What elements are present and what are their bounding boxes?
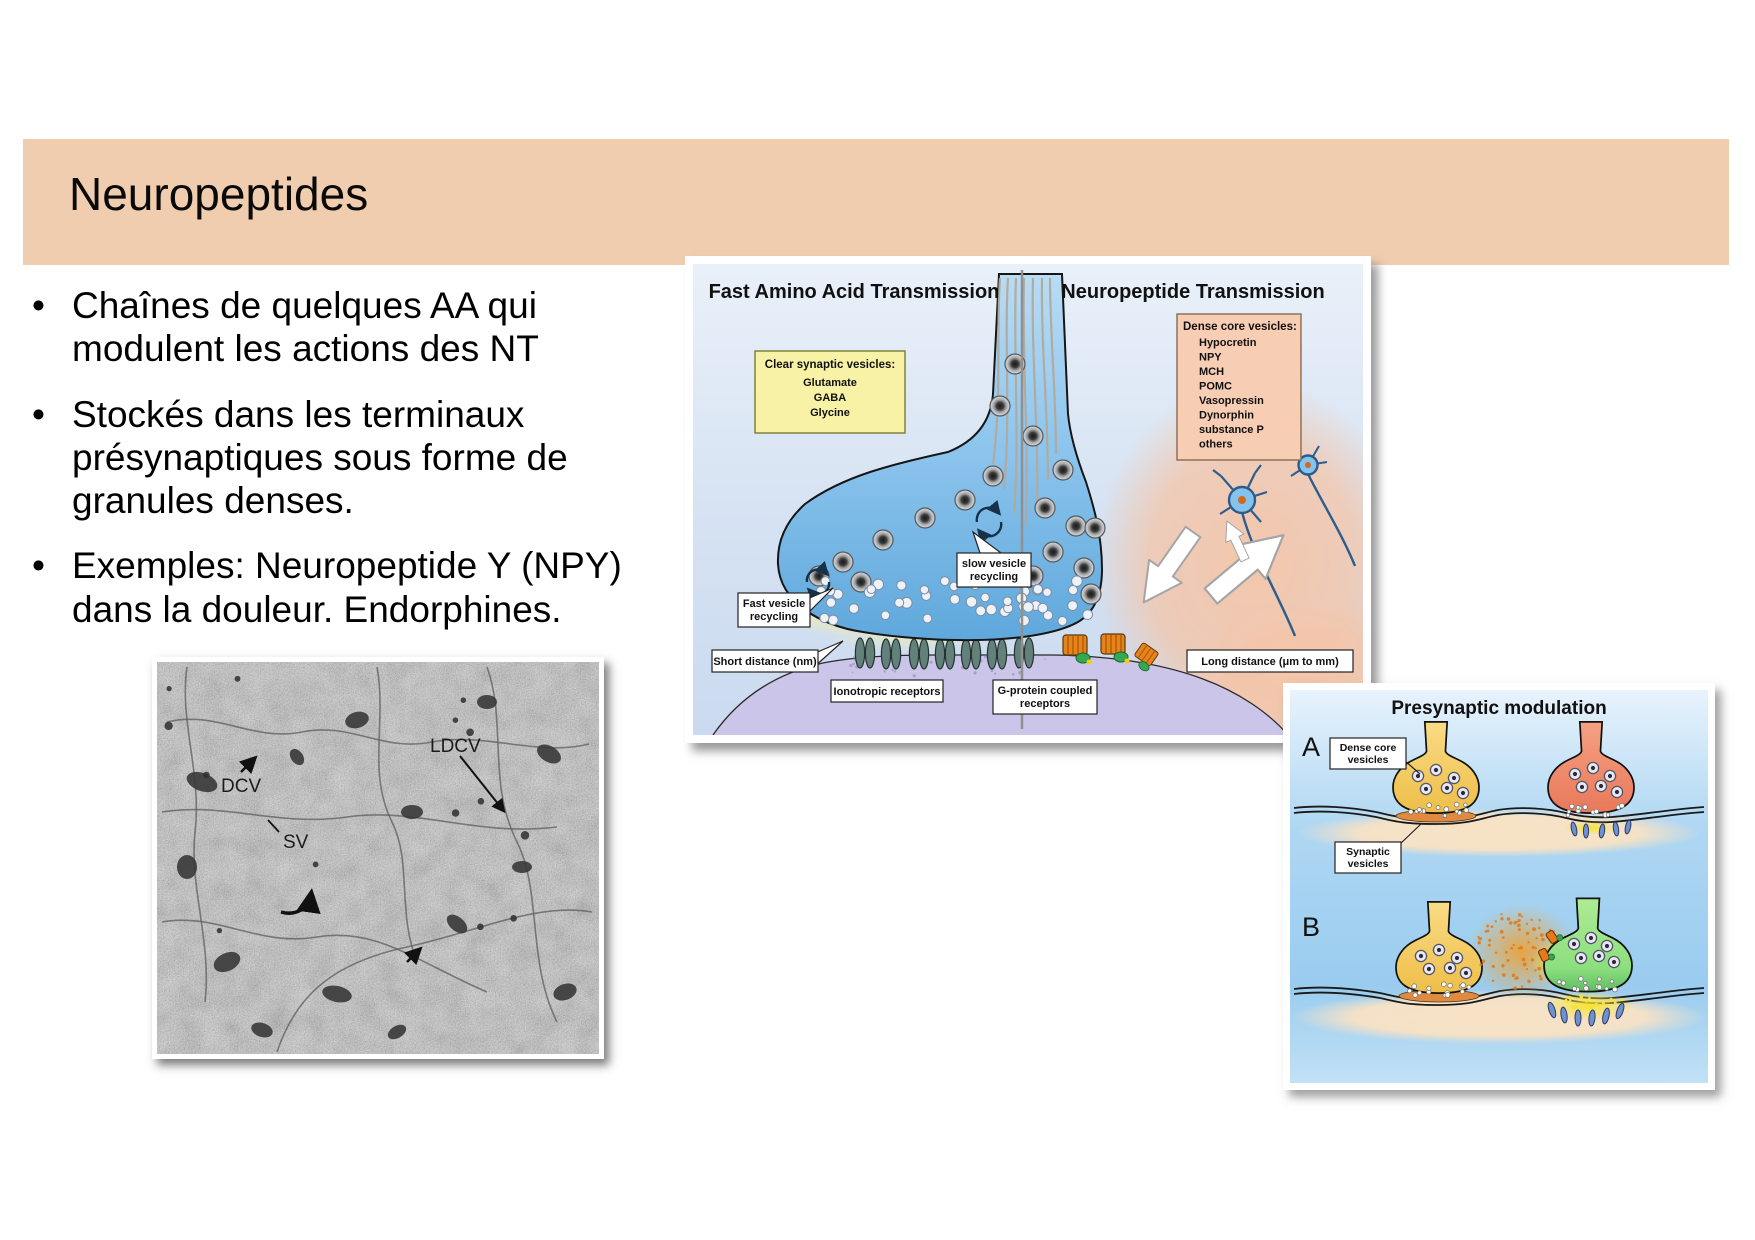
svg-text:Dense core vesicles:: Dense core vesicles:	[1183, 321, 1297, 333]
neuron-icons	[1212, 445, 1357, 637]
gpcr-icons	[1062, 633, 1159, 672]
panel-a-label: A	[1302, 732, 1320, 762]
svg-text:others: others	[1199, 439, 1233, 451]
diagram-title: Presynaptic modulation	[1391, 698, 1606, 719]
svg-text:Ionotropic receptors: Ionotropic receptors	[834, 686, 941, 698]
svg-text:substance P: substance P	[1199, 424, 1264, 436]
microtubule-lines	[991, 277, 1058, 527]
svg-text:Fast vesicle: Fast vesicle	[743, 598, 805, 610]
svg-text:Clear synaptic vesicles:: Clear synaptic vesicles:	[765, 359, 895, 371]
right-header: Neuropeptide Transmission	[1061, 281, 1324, 303]
bullet-text: Stockés dans les terminaux présynaptique…	[72, 393, 568, 522]
short-distance-callout: Short distance (nm)	[711, 640, 844, 673]
slow-recycling-callout: slow vesicle recycling	[956, 530, 1032, 588]
svg-text:Hypocretin: Hypocretin	[1199, 337, 1257, 349]
released-peptide-dots	[1564, 994, 1625, 1010]
transmission-diagram: Fast Amino Acid Transmission Neuropeptid…	[693, 264, 1363, 735]
dense-core-callout: Dense core vesicles	[1329, 737, 1421, 775]
synaptic-vesicles-b-right	[1556, 976, 1618, 993]
sv-pointer-line	[267, 819, 280, 833]
recycle-icon	[975, 500, 1003, 544]
svg-text:G-protein coupled: G-protein coupled	[998, 685, 1093, 697]
svg-text:Vasopressin: Vasopressin	[1199, 395, 1264, 407]
bullet-item: • Exemples: Neuropeptide Y (NPY) dans la…	[32, 544, 680, 631]
svg-text:vesicles: vesicles	[1348, 858, 1389, 870]
bullet-item: • Chaînes de quelques AA qui modulent le…	[32, 284, 680, 371]
em-micrograph-figure: LDCV DCV SV	[152, 657, 604, 1059]
svg-text:Short distance (nm): Short distance (nm)	[713, 656, 817, 668]
em-annotations: LDCV DCV SV	[221, 736, 506, 966]
fast-recycling-callout: Fast vesicle recycling	[737, 587, 834, 628]
em-mitochondria	[177, 695, 577, 1040]
bullet-marker: •	[32, 285, 45, 326]
bullet-list: • Chaînes de quelques AA qui modulent le…	[32, 284, 680, 653]
svg-text:Synaptic: Synaptic	[1346, 846, 1390, 858]
clear-vesicle-icons	[800, 575, 1094, 627]
panel-b-label: B	[1302, 912, 1320, 942]
em-texture-fine	[157, 662, 599, 1054]
svg-text:POMC: POMC	[1199, 381, 1232, 393]
svg-text:recycling: recycling	[970, 571, 1018, 583]
dcv-label: DCV	[221, 776, 261, 797]
neuropeptide-cloud-dots	[1477, 913, 1557, 990]
synaptic-vesicles-callout: Synaptic vesicles	[1334, 822, 1423, 874]
synaptic-vesicles-a-left	[1408, 801, 1469, 818]
blue-receptors-b	[1547, 1001, 1625, 1027]
svg-text:Long distance (μm to mm): Long distance (μm to mm)	[1201, 656, 1339, 668]
svg-text:Glycine: Glycine	[810, 407, 850, 419]
bullet-marker: •	[32, 393, 45, 435]
blue-receptors-a	[1570, 819, 1632, 839]
svg-text:NPY: NPY	[1199, 352, 1222, 364]
curved-arrow-icon	[280, 888, 321, 915]
svg-text:Glutamate: Glutamate	[803, 377, 857, 389]
ldcv-arrow-icon	[459, 755, 506, 814]
orange-receptors-b	[1537, 930, 1564, 962]
gpcr-label: G-protein coupled receptors	[992, 679, 1098, 715]
svg-text:recycling: recycling	[750, 611, 798, 623]
svg-text:Dense core: Dense core	[1340, 742, 1397, 754]
ldcv-label: LDCV	[430, 736, 481, 757]
left-header: Fast Amino Acid Transmission	[709, 281, 1000, 303]
svg-text:MCH: MCH	[1199, 366, 1224, 378]
svg-text:receptors: receptors	[1020, 698, 1070, 710]
synaptic-vesicles-b-left	[1407, 981, 1472, 998]
long-distance-callout: Long distance (μm to mm)	[1186, 649, 1354, 673]
svg-text:Dynorphin: Dynorphin	[1199, 410, 1254, 422]
clear-vesicles-box: Clear synaptic vesicles: Glutamate GABA …	[754, 350, 906, 434]
slide-title: Neuropeptides	[69, 168, 369, 220]
dense-vesicles-box: Dense core vesicles: Hypocretin NPY MCH …	[1176, 313, 1302, 461]
em-micrograph: LDCV DCV SV	[157, 662, 599, 1054]
sv-label: SV	[283, 832, 309, 853]
svg-text:GABA: GABA	[814, 392, 846, 404]
presynaptic-modulation-figure: Presynaptic modulation A B	[1283, 683, 1715, 1090]
bullet-item: • Stockés dans les terminaux présynaptiq…	[32, 393, 680, 523]
dcv-arrow-icon	[238, 755, 258, 775]
em-membrane-lines	[161, 666, 593, 1053]
bullet-marker: •	[32, 545, 45, 587]
small-arrow-icon	[403, 946, 423, 966]
svg-text:slow vesicle: slow vesicle	[962, 558, 1026, 570]
transmission-diagram-figure: Fast Amino Acid Transmission Neuropeptid…	[685, 256, 1371, 743]
presynaptic-modulation-diagram: Presynaptic modulation A B	[1290, 690, 1708, 1083]
postsynaptic-band	[1291, 990, 1707, 1044]
bullet-text: Chaînes de quelques AA qui modulent les …	[72, 285, 539, 370]
bullet-text: Exemples: Neuropeptide Y (NPY) dans la d…	[72, 545, 622, 630]
ionotropic-receptors-label: Ionotropic receptors	[830, 679, 944, 703]
synaptic-vesicles-a-right	[1565, 802, 1625, 818]
svg-text:vesicles: vesicles	[1348, 754, 1389, 766]
membrane-lines-a	[1293, 805, 1705, 825]
em-dense-granules	[164, 675, 530, 934]
title-banner: Neuropeptides	[23, 139, 1729, 265]
